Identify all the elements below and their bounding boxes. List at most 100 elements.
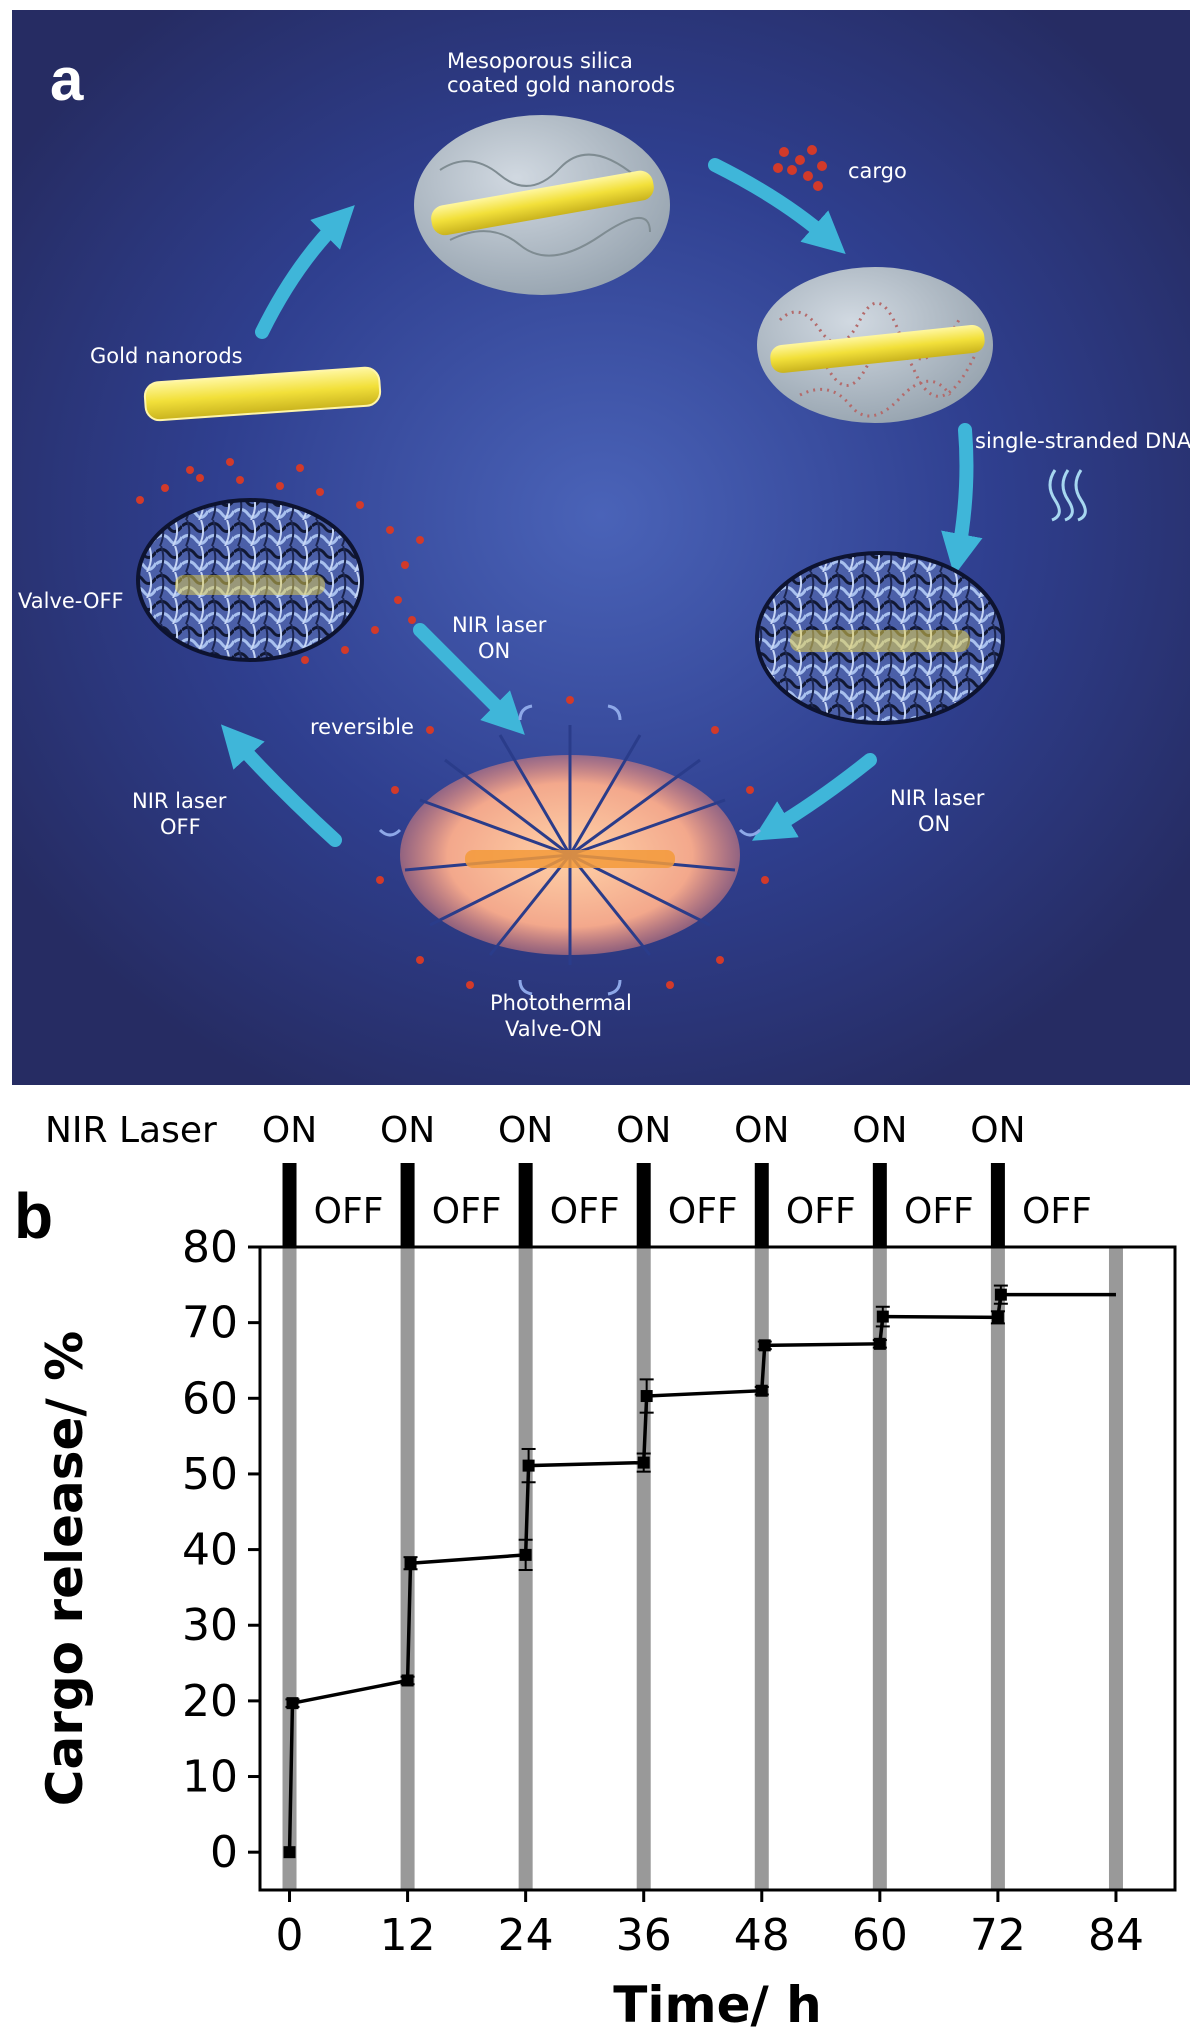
laser-band-cap-6 <box>990 1163 1005 1247</box>
label-photothermal-line2: Valve-ON <box>505 1017 602 1041</box>
laser-off-label-2: OFF <box>550 1191 620 1232</box>
label-photothermal-line1: Photothermal <box>490 991 632 1015</box>
data-point-10 <box>873 1337 886 1350</box>
laser-band-cap-4 <box>754 1163 769 1247</box>
data-point-7 <box>640 1390 653 1403</box>
laser-band-5 <box>872 1247 887 1890</box>
data-point-4 <box>519 1548 532 1561</box>
data-point-13 <box>994 1288 1007 1301</box>
x-tick-label-1: 12 <box>380 1910 436 1961</box>
x-axis: 0 12 24 36 48 60 72 84 <box>276 1890 1144 1961</box>
plot-frame <box>258 1245 1177 1892</box>
cycle-arrows <box>220 158 983 847</box>
y-axis: 0 10 20 30 40 50 60 70 80 <box>182 1222 260 1878</box>
laser-off-labels: OFF OFF OFF OFF OFF OFF OFF <box>314 1191 1092 1232</box>
y-tick-label-2: 20 <box>182 1676 238 1727</box>
laser-on-labels: ON ON ON ON ON ON ON <box>262 1110 1026 1151</box>
laser-off-label-4: OFF <box>786 1191 856 1232</box>
laser-on-label-1: ON <box>380 1110 435 1151</box>
laser-off-label-6: OFF <box>1022 1191 1092 1232</box>
cargo-loaded-particle <box>757 267 993 423</box>
data-point-3 <box>404 1557 417 1570</box>
data-point-2 <box>401 1674 414 1687</box>
y-tick-label-8: 80 <box>182 1222 238 1273</box>
laser-band-3 <box>636 1247 651 1890</box>
label-reversible: reversible <box>310 715 414 739</box>
laser-band-4 <box>754 1247 769 1890</box>
y-tick-label-0: 0 <box>210 1827 238 1878</box>
laser-band-cap-0 <box>282 1163 297 1247</box>
label-mesoporous-line1: Mesoporous silica <box>447 49 633 73</box>
laser-band-cap-1 <box>400 1163 415 1247</box>
x-tick-label-2: 24 <box>498 1910 554 1961</box>
label-nir-on-2-line1: NIR laser <box>890 786 985 810</box>
laser-off-label-1: OFF <box>432 1191 502 1232</box>
label-nir-off-line2: OFF <box>160 815 201 839</box>
laser-on-label-4: ON <box>734 1110 789 1151</box>
laser-on-label-5: ON <box>852 1110 907 1151</box>
y-tick-label-6: 60 <box>182 1373 238 1424</box>
dna-capped-particle <box>755 551 1005 725</box>
label-cargo: cargo <box>848 159 907 183</box>
valve-off-particle <box>136 458 424 664</box>
arrow-valveoff-to-photothermal <box>413 623 525 735</box>
arrow-photothermal-to-valveoff <box>220 724 342 847</box>
panel-a-label: a <box>50 46 84 113</box>
label-gold-nanorods: Gold nanorods <box>90 344 243 368</box>
arrow-cargo-to-dna <box>941 423 983 576</box>
data-point-11 <box>876 1310 889 1323</box>
laser-on-label-3: ON <box>616 1110 671 1151</box>
laser-band-6 <box>990 1247 1005 1890</box>
x-tick-label-3: 36 <box>616 1910 672 1961</box>
laser-on-label-0: ON <box>262 1110 317 1151</box>
y-axis-title: Cargo release/ % <box>36 1331 94 1806</box>
y-tick-label-7: 70 <box>182 1298 238 1349</box>
y-tick-label-3: 30 <box>182 1600 238 1651</box>
laser-band-cap-5 <box>872 1163 887 1247</box>
y-tick-label-1: 10 <box>182 1752 238 1803</box>
panel-a: a <box>12 10 1192 1085</box>
panel-b-label: b <box>14 1180 53 1252</box>
laser-off-label-5: OFF <box>904 1191 974 1232</box>
laser-off-label-0: OFF <box>314 1191 384 1232</box>
label-nir-on-2-line2: ON <box>918 812 950 836</box>
laser-bands <box>282 1163 1123 1890</box>
data-point-8 <box>755 1384 768 1397</box>
gold-nanorod <box>143 366 382 422</box>
series <box>283 1284 1116 1859</box>
silica-coated-rod <box>414 115 670 295</box>
data-point-6 <box>637 1456 650 1469</box>
arrow-gold-to-silica <box>255 205 355 339</box>
laser-band-cap-2 <box>518 1163 533 1247</box>
x-tick-label-6: 72 <box>970 1910 1026 1961</box>
label-ssdna: single-stranded DNA <box>975 429 1192 453</box>
label-nir-on-1-line1: NIR laser <box>452 613 547 637</box>
arrow-dna-to-photothermal <box>751 753 877 841</box>
data-point-5 <box>522 1459 535 1472</box>
label-nir-on-1-line2: ON <box>478 639 510 663</box>
x-tick-label-7: 84 <box>1088 1910 1144 1961</box>
label-nir-off-line1: NIR laser <box>132 789 227 813</box>
label-valve-off: Valve-OFF <box>18 589 124 613</box>
laser-row-label: NIR Laser <box>45 1110 217 1151</box>
y-tick-label-5: 50 <box>182 1449 238 1500</box>
label-mesoporous-line2: coated gold nanorods <box>447 73 675 97</box>
x-tick-label-5: 60 <box>852 1910 908 1961</box>
laser-on-label-2: ON <box>498 1110 553 1151</box>
y-tick-label-4: 40 <box>182 1525 238 1576</box>
data-point-1 <box>286 1697 299 1710</box>
cargo-icon <box>773 145 827 191</box>
ssdna-icon <box>1048 469 1087 522</box>
data-point-9 <box>758 1339 771 1352</box>
photothermal-particle <box>376 696 769 996</box>
laser-band-cap-3 <box>636 1163 651 1247</box>
arrow-silica-to-cargo <box>708 158 846 254</box>
data-point-0 <box>283 1846 296 1859</box>
x-tick-label-0: 0 <box>276 1910 304 1961</box>
laser-on-label-6: ON <box>970 1110 1025 1151</box>
x-tick-label-4: 48 <box>734 1910 790 1961</box>
laser-off-label-3: OFF <box>668 1191 738 1232</box>
